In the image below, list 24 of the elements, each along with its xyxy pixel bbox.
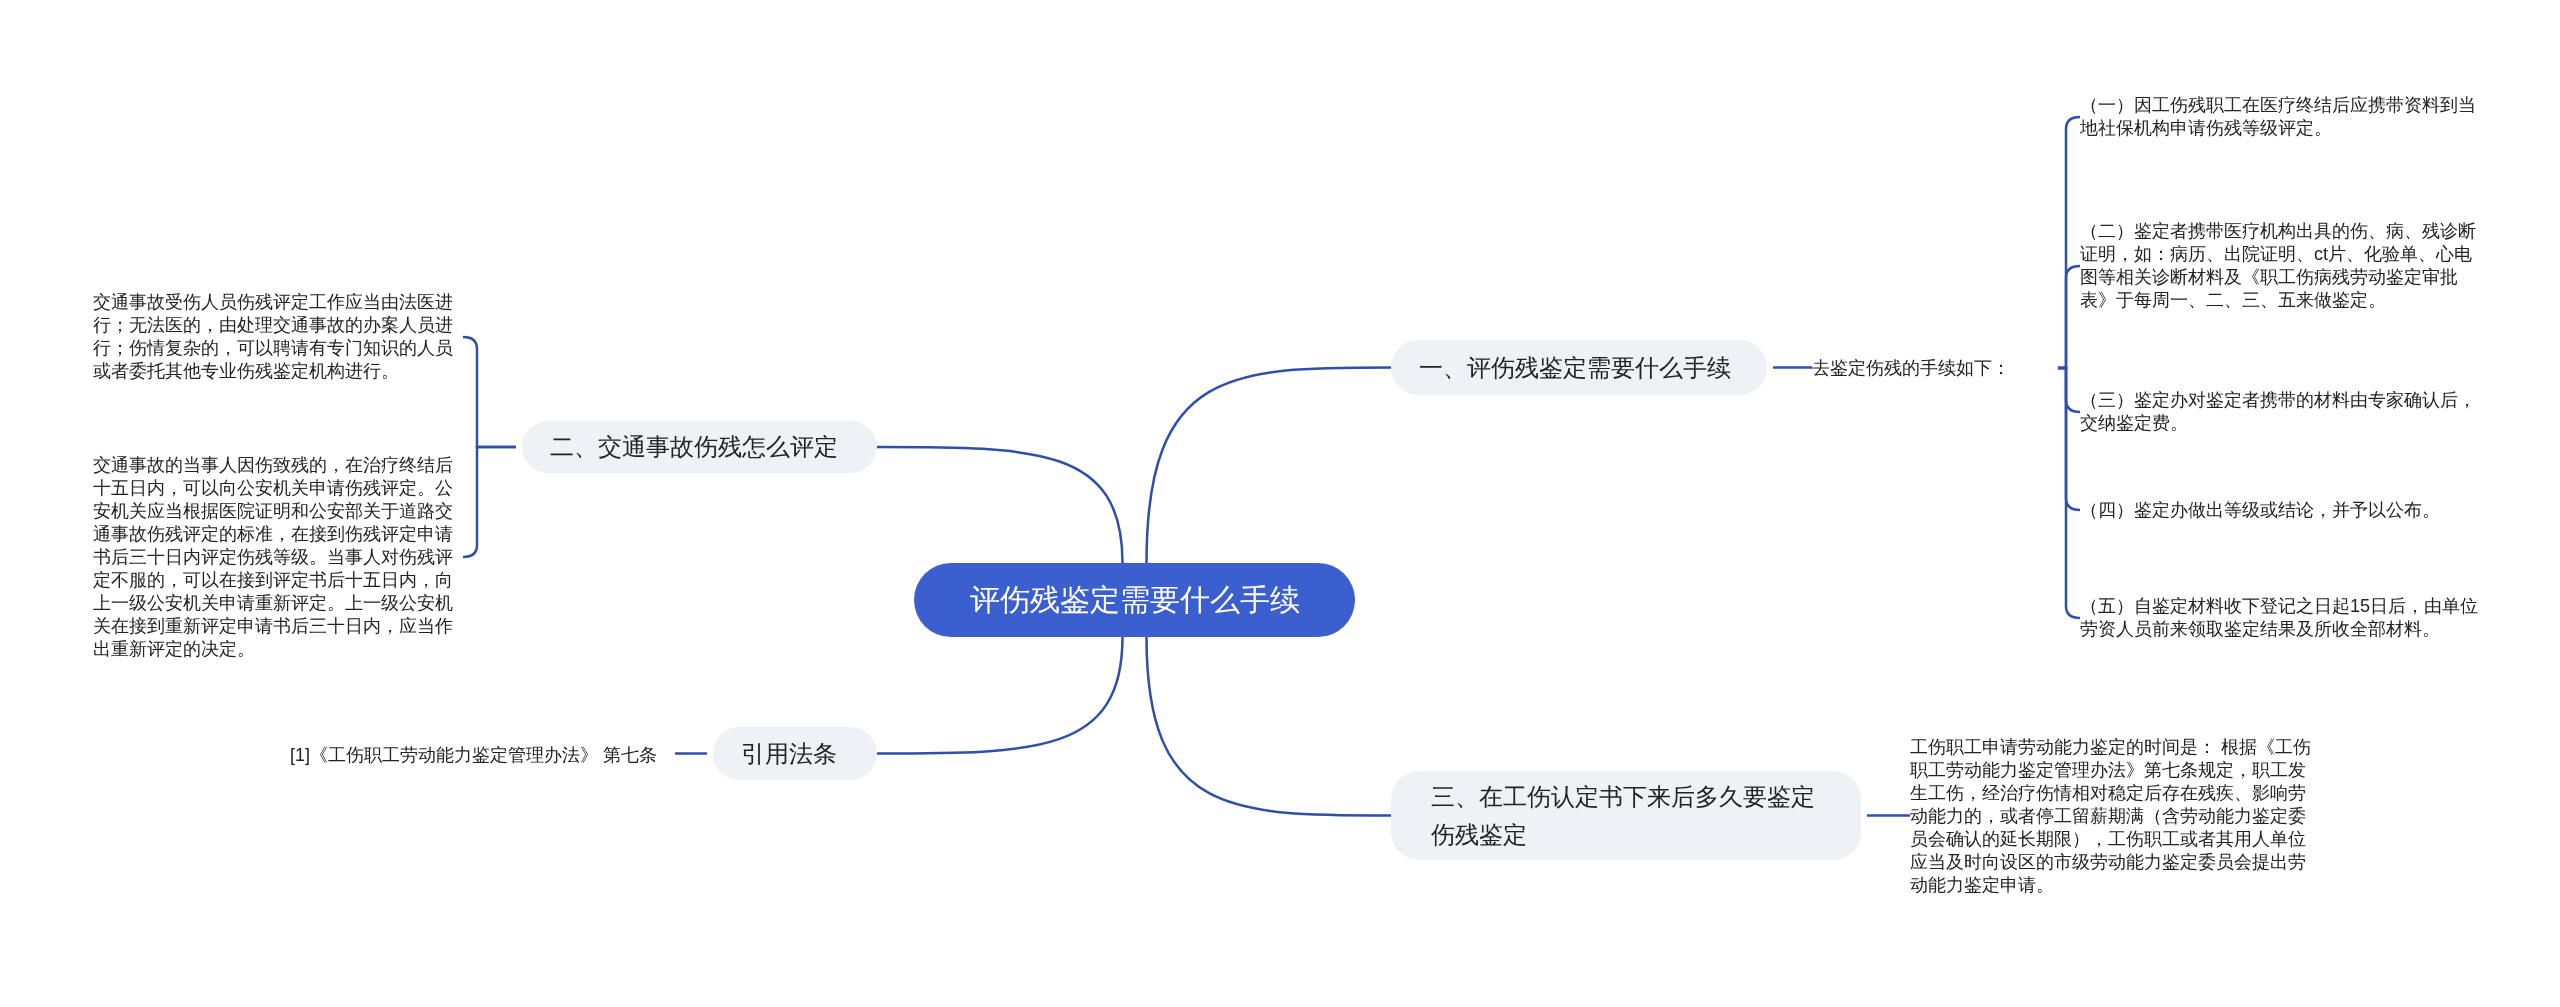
note-text: （五）自鉴定材料收下登记之日起15日后，由单位劳资人员前来领取鉴定结果及所收全部材料。 <box>2080 595 2480 641</box>
connector-line <box>1773 366 1812 369</box>
connector-line <box>2058 366 2081 620</box>
topic-box: 引用法条 <box>713 727 877 780</box>
connector-line <box>1867 814 1910 817</box>
topic-box: 一、评伤残鉴定需要什么手续 <box>1391 340 1767 395</box>
note-text: （四）鉴定办做出等级或结论，并予以公布。 <box>2080 498 2480 522</box>
topic-box: 三、在工伤认定书下来后多久要鉴定伤残鉴定 <box>1391 771 1861 860</box>
connector-line <box>462 445 516 559</box>
connector-line <box>1145 366 1391 564</box>
note-text: 去鉴定伤残的手续如下： <box>1812 356 2052 380</box>
note-text: 工伤职工申请劳动能力鉴定的时间是： 根据《工伤职工劳动能力鉴定管理办法》第七条规定，职工发生工伤，经治疗伤情相对稳定后存在残疾、影响劳动能力的，或者停工留薪期满（含劳动能力鉴定委员会确认的延长期限），工伤职工或者其用人单位应当及时向设区的市级劳动能力鉴定委员会提出劳动能力鉴定申请。 <box>1910 735 2315 897</box>
note-text: （二）鉴定者携带医疗机构出具的伤、病、残诊断证明，如：病历、出院证明、ct片、化验单、心电图等相关诊断材料及《职工伤病残劳动鉴定审批表》于每周一、二、三、五来做鉴定。 <box>2080 220 2480 312</box>
central-topic-box: 评伤残鉴定需要什么手续 <box>914 563 1355 637</box>
connector-line <box>675 752 707 755</box>
topic-box: 二、交通事故伤残怎么评定 <box>522 421 877 473</box>
note-text: （一）因工伤残职工在医疗终结后应携带资料到当地社保机构申请伤残等级评定。 <box>2080 94 2480 140</box>
note-text: 交通事故受伤人员伤残评定工作应当由法医进行；无法医的，由处理交通事故的办案人员进行；伤情复杂的，可以聘请有专门知识的人员或者委托其他专业伤残鉴定机构进行。 <box>93 291 463 383</box>
connector-line <box>1145 636 1391 817</box>
note-text: 交通事故的当事人因伤致残的，在治疗终结后十五日内，可以向公安机关申请伤残评定。公安机关应当根据医院证明和公安部关于道路交通事故伤残评定的标准，在接到伤残评定申请书后三十日内评定伤残等级。当事人对伤残评定不服的，可以在接到评定书后十五日内，向上一级公安机关申请重新评定。上一级公安机关在接到重新评定申请书后三十日内，应当作出重新评定的决定。 <box>93 453 463 661</box>
note-text: （三）鉴定办对鉴定者携带的材料由专家确认后，交纳鉴定费。 <box>2080 389 2480 435</box>
connector-line <box>877 445 1124 564</box>
note-text: [1]《工伤职工劳动能力鉴定管理办法》 第七条 <box>290 743 675 767</box>
connector-line <box>877 636 1124 755</box>
